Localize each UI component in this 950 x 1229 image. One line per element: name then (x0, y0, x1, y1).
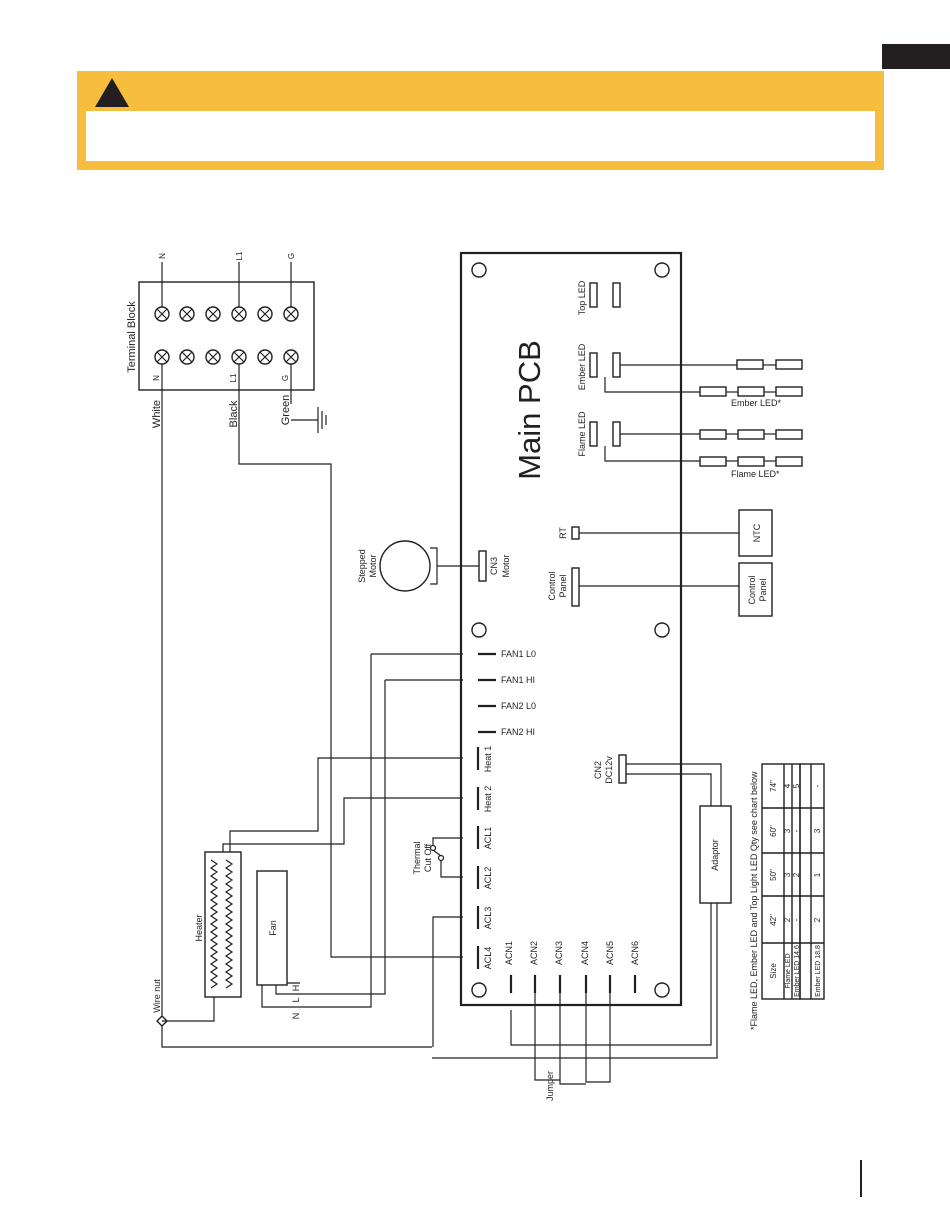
cn3-label-2: Motor (501, 554, 511, 577)
terminal-bottom-g: G (281, 375, 290, 381)
wire-nut-label: Wire nut (152, 979, 162, 1013)
heat2-label: Heat 2 (483, 786, 493, 813)
qty-row-flame-50: 3 (783, 872, 792, 877)
control-panel-box-label-1: Control (747, 575, 757, 604)
fan1-l0-label: FAN1 L0 (501, 649, 536, 659)
control-panel-connector-label-2: Panel (558, 574, 568, 597)
terminal-bottom-n: N (152, 375, 161, 381)
terminal-block (138, 281, 315, 391)
pcb-title: Main PCB (512, 340, 547, 480)
cn2-label-1: CN2 (593, 761, 603, 779)
main-pcb (459, 251, 683, 1007)
wire-green-label: Green (280, 395, 292, 426)
qty-header-74: 74" (769, 780, 778, 792)
qty-row-ember188-42: 2 (813, 917, 822, 922)
qty-header-size: Size (769, 963, 778, 979)
wire-black-label: Black (228, 400, 240, 427)
cn3-label-1: CN3 (489, 557, 499, 575)
control-panel-connector-label-1: Control (547, 571, 557, 600)
fan-pin-n: N (291, 1013, 301, 1020)
warning-icon (95, 78, 129, 107)
thermal-cut-off-label-2: Cut Off (423, 843, 433, 872)
acn6-label: ACN6 (630, 941, 640, 965)
qty-table-caption: *Flame LED, Ember LED and Top Light LED … (749, 771, 759, 1030)
stepped-motor (379, 540, 431, 592)
qty-row-ember188-74: - (813, 784, 822, 787)
flame-led-string (699, 429, 803, 467)
acn1-label: ACN1 (504, 941, 514, 965)
terminal-top-n: N (158, 253, 167, 259)
page-tab (882, 44, 950, 69)
qty-header-42: 42" (769, 914, 778, 926)
acl3-label: ACL3 (483, 907, 493, 930)
control-panel-box-label-2: Panel (758, 578, 768, 601)
acn3-label: ACN3 (554, 941, 564, 965)
page-rule (860, 1160, 862, 1197)
acn4-label: ACN4 (580, 941, 590, 965)
jumper-label: Jumper (545, 1071, 555, 1101)
acl1-label: ACL1 (483, 827, 493, 850)
heater-label: Heater (194, 914, 204, 941)
stepped-motor-label-1: Stepped (357, 549, 367, 583)
fan (256, 870, 288, 986)
ember-led-string-label: Ember LED* (731, 398, 782, 408)
adaptor-label: Adaptor (710, 839, 720, 871)
qty-row-flame-74: 4 (783, 783, 792, 788)
qty-row-ember188-60: 3 (813, 828, 822, 833)
qty-header-60: 60" (769, 825, 778, 837)
ntc-box (738, 509, 773, 557)
ntc-label: NTC (752, 523, 762, 542)
fan-pin-l: L (291, 997, 301, 1002)
rt-label: RT (558, 527, 568, 539)
qty-row-ember146-42: - (792, 918, 801, 921)
pcb-mount-holes (471, 262, 670, 998)
qty-row-flame-60: 3 (783, 828, 792, 833)
thermal-cut-off-label-1: Thermal (412, 841, 422, 874)
wire-white-label: White (151, 400, 163, 428)
flame-led-label: Flame LED (577, 411, 587, 457)
fan2-hi-label: FAN2 HI (501, 727, 535, 737)
top-led-label: Top LED (577, 280, 587, 315)
warning-body (86, 111, 875, 161)
qty-row-ember146-60: - (792, 829, 801, 832)
terminal-top-l1: L1 (235, 251, 244, 260)
control-panel-box (738, 562, 773, 617)
qty-row-ember146-74: 5 (792, 783, 801, 788)
adaptor (699, 805, 732, 904)
ground-symbol (291, 407, 327, 433)
thermal-cut-off (429, 844, 445, 862)
acn2-label: ACN2 (529, 941, 539, 965)
qty-row-ember188-50: 1 (813, 872, 822, 877)
qty-row-flame-42: 2 (783, 917, 792, 922)
qty-row-flame-label: Flame LED (785, 953, 792, 988)
fan-pin-h: H (291, 985, 301, 992)
qty-header-50: 50" (769, 869, 778, 881)
stepped-motor-label-2: Motor (368, 554, 378, 577)
heat1-label: Heat 1 (483, 746, 493, 773)
qty-row-ember188-label: Ember LED 18.8 (815, 945, 822, 997)
terminal-bottom-l1: L1 (229, 373, 238, 382)
terminal-block-title: Terminal Block (126, 301, 138, 373)
cn2-label-2: DC12v (604, 756, 614, 784)
acn5-label: ACN5 (605, 941, 615, 965)
ember-led-label: Ember LED (577, 343, 587, 390)
qty-row-ember146-50: 2 (792, 872, 801, 877)
terminal-top-g: G (287, 253, 296, 259)
flame-led-string-label: Flame LED* (731, 469, 780, 479)
heater (204, 851, 242, 998)
fan2-l0-label: FAN2 L0 (501, 701, 536, 711)
jumper (534, 993, 611, 1085)
fan-label: Fan (268, 920, 278, 936)
acl4-label: ACL4 (483, 947, 493, 970)
qty-row-ember146-label: Ember LED 14.6 (794, 945, 801, 997)
acl2-label: ACL2 (483, 867, 493, 890)
fan1-hi-label: FAN1 HI (501, 675, 535, 685)
